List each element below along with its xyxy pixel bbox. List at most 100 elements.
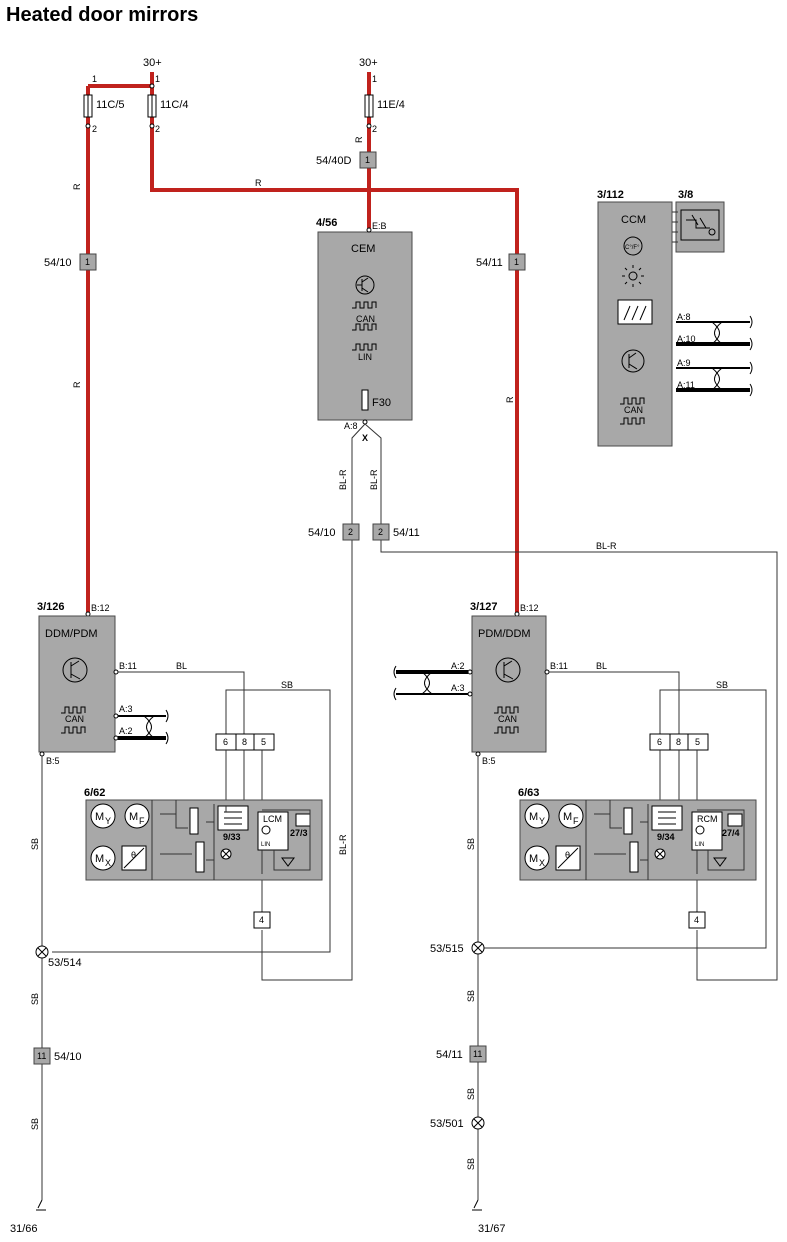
pin-label: 2 [155,124,160,134]
can-label: CAN [65,714,84,724]
connector-pin: 2 [348,527,353,537]
heater-grid-icon [617,299,653,325]
splice-label: 53/501 [430,1118,464,1130]
connector-54-10-pin11 [33,1047,51,1065]
fuse-11c5 [83,94,93,129]
mirror-right-ref: 6/63 [518,787,539,799]
lin-label: LIN [358,352,372,362]
can-label: CAN [498,714,517,724]
pin-label: A:10 [677,334,696,344]
wire-color-label: R [505,396,515,403]
pin-label: A:3 [119,704,133,714]
connector-pin: 11 [473,1049,482,1059]
connector-pin: 5 [261,737,266,747]
power-wires [86,72,519,612]
connector-pin: 1 [514,257,519,267]
can-label: CAN [624,405,643,415]
connector-pin: 6 [657,737,662,747]
can-signal-icon [352,301,377,331]
wire-color-label: R [72,183,82,190]
wire-color-label: BL-R [338,834,348,855]
wire-color-label: BL-R [369,469,379,490]
connector-pin: 1 [365,155,370,165]
page-title: Heated door mirrors [6,4,198,26]
splice-icon [471,941,485,955]
connector-pin: 11 [37,1051,46,1061]
pin-label: B:5 [46,756,60,766]
ddm-ref: 3/126 [37,601,65,613]
sensor-ref: 3/8 [678,189,693,201]
connector-label: 54/11 [393,527,420,539]
pin-label: B:11 [119,661,137,671]
ground-icon [472,1199,482,1211]
pin-label: E:B [372,221,387,231]
sensor-3-8 [675,201,725,253]
ddm-name: DDM/PDM [45,628,98,640]
motor-label: M [95,853,104,865]
lin-label: LIN [695,842,704,848]
wire-sb-left [52,689,331,953]
fuse-f30 [361,389,369,411]
ccm-name: CCM [621,214,646,226]
lamp-label: 27/3 [290,828,308,838]
connector-label: 54/10 [308,527,336,539]
wire-color-label: SB [466,1088,476,1100]
motor-label: M [529,853,538,865]
can-signal-icon [620,397,645,425]
lin-label: LIN [261,842,270,848]
motor-label: M [563,811,572,823]
wire-color-label: BL [596,661,607,671]
connector-pin: 5 [695,737,700,747]
pin-label: A:9 [677,358,691,368]
pin-label: 1 [155,74,160,84]
pin-label: B:12 [91,603,110,613]
module-label: RCM [697,814,718,824]
pdm-ref: 3/127 [470,601,498,613]
theta-label: θ [565,850,570,860]
transistor-icon [621,349,645,373]
motor-sub-label: F [573,816,579,826]
wire-color-label: BL-R [596,541,617,551]
motor-sub-label: X [105,858,111,868]
pin-label: A:2 [451,661,465,671]
motor-sub-label: Y [105,816,111,826]
motor-icon [90,803,150,871]
rcm-module [691,811,723,851]
connector-pin: 8 [676,737,681,747]
temperature-icon [623,236,643,256]
wire-color-label: SB [30,993,40,1005]
connector-pin: 8 [242,737,247,747]
wire-color-label: SB [716,680,728,690]
connector-label: 54/11 [436,1049,463,1061]
wire-color-label: R [72,381,82,388]
fuse-11c4 [147,83,157,129]
lamp-label: 27/4 [722,828,740,838]
wire-color-label: R [255,178,262,188]
wire-color-label: SB [466,838,476,850]
can-signal-icon [61,706,86,734]
connector-54-11-pin1 [508,253,526,271]
module-label: LCM [263,814,282,824]
pin-label: A:3 [451,683,465,693]
wire-color-label: R [354,136,364,143]
motor-label: M [529,811,538,823]
fuse-label: 11E/4 [377,99,405,111]
splice-label: 53/514 [48,957,82,969]
motor-sub-label: X [539,858,545,868]
connector-pin: 2 [378,527,383,537]
motor-label: M [95,811,104,823]
fuse-label: 11C/4 [160,99,189,111]
transistor-icon [495,657,521,683]
wire-color-label: BL [176,661,187,671]
connector-pin: 6 [223,737,228,747]
connector-pin: 4 [694,915,699,925]
temp-unit-label: C°/F° [625,245,640,251]
connector-label: 54/11 [476,257,503,269]
cem-module [317,231,413,421]
connector-label: 54/40D [316,155,352,167]
motor-sub-label: Y [539,816,545,826]
pin-label: B:12 [520,603,539,613]
ground-label: 31/66 [10,1223,38,1235]
wire-color-label: SB [30,1118,40,1130]
